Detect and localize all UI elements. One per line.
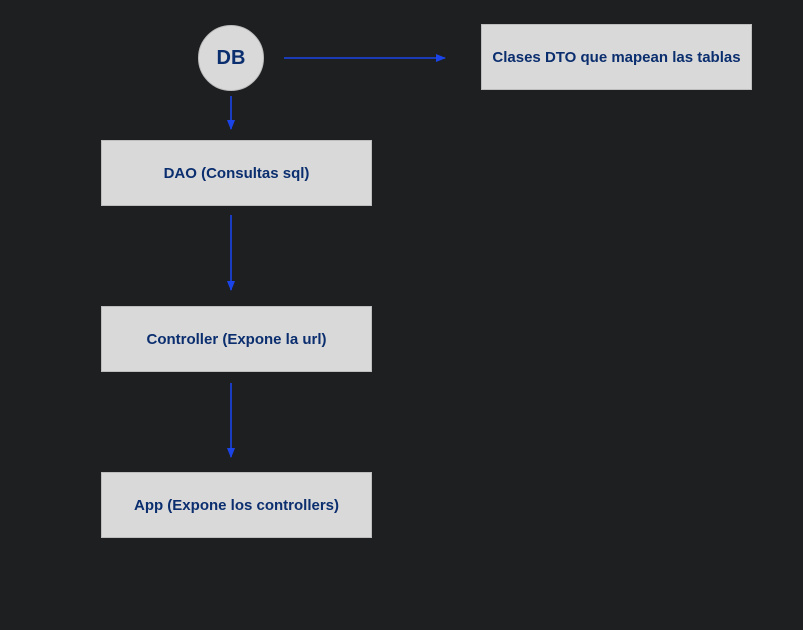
dto-node: Clases DTO que mapean las tablas: [481, 24, 752, 90]
db-node-label: DB: [216, 46, 246, 69]
dao-node-label: DAO (Consultas sql): [163, 164, 310, 182]
dto-node-label: Clases DTO que mapean las tablas: [492, 48, 741, 66]
controller-node: Controller (Expone la url): [101, 306, 372, 372]
app-node: App (Expone los controllers): [101, 472, 372, 538]
dao-node: DAO (Consultas sql): [101, 140, 372, 206]
controller-node-label: Controller (Expone la url): [146, 330, 327, 348]
db-node: DB: [198, 25, 264, 91]
app-node-label: App (Expone los controllers): [133, 496, 340, 514]
